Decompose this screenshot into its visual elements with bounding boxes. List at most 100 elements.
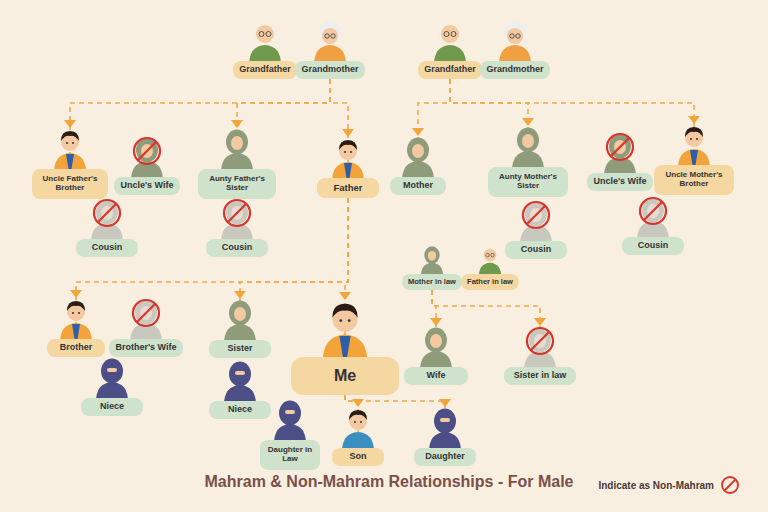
person-name: Daughter in Law <box>265 446 315 464</box>
person-avatar <box>499 21 531 65</box>
family-connector <box>450 79 528 167</box>
avatar-hair <box>61 131 79 141</box>
avatar-face <box>428 251 436 261</box>
avatar-eye <box>66 142 68 144</box>
person-avatar <box>221 130 253 174</box>
avatar-head <box>441 25 459 43</box>
avatar-hijab <box>407 138 429 163</box>
avatar-hair <box>67 301 85 311</box>
arrowhead <box>70 290 82 298</box>
person-avatar <box>678 127 710 169</box>
person-label: Cousin <box>206 239 268 257</box>
person-name: Mother in law <box>408 278 456 286</box>
person-name: Me <box>334 367 356 385</box>
legend: Indicate as Non-Mahram <box>598 475 740 495</box>
avatar-eye <box>350 151 352 153</box>
person-label: Mother <box>390 177 446 195</box>
avatar-hijab <box>226 130 248 155</box>
person-name: Grandfather <box>424 65 476 75</box>
family-connector <box>345 198 348 357</box>
person-label: Father <box>317 178 379 198</box>
avatar-glasses <box>491 253 495 257</box>
legend-sign <box>720 475 740 495</box>
person-avatar <box>221 200 253 244</box>
person-name: Uncle Mother's Brother <box>659 171 729 189</box>
person-label: Uncle Father's Brother <box>32 169 108 199</box>
arrowhead <box>64 120 76 128</box>
avatar-hijab <box>434 409 456 434</box>
person-avatar <box>604 134 636 178</box>
arrowhead <box>412 128 424 136</box>
arrowhead <box>342 129 354 137</box>
person-name: Grandmother <box>486 65 543 75</box>
person-label: Aunty Father's Sister <box>198 169 276 199</box>
arrowhead <box>352 399 364 407</box>
avatar-glasses <box>516 34 520 38</box>
connector-layer <box>70 79 694 448</box>
non-mahram-sign <box>722 477 738 493</box>
avatar-hair <box>339 140 357 150</box>
family-connector <box>432 290 540 367</box>
avatar-hair <box>319 21 341 43</box>
person-name: Cousin <box>521 245 552 255</box>
arrowhead <box>234 291 246 299</box>
non-mahram-sign <box>137 304 155 322</box>
person-avatar <box>96 359 128 403</box>
person-name: Sister <box>227 344 252 354</box>
person-name: Wife <box>427 371 446 381</box>
family-connector <box>70 79 330 169</box>
avatar-tie <box>339 336 350 357</box>
avatar-eye <box>690 138 692 140</box>
person-name: Cousin <box>222 243 253 253</box>
person-label: Sister in law <box>504 367 576 385</box>
avatar-hijab <box>101 359 123 384</box>
person-avatar <box>637 198 669 242</box>
person-avatar <box>323 304 368 363</box>
person-avatar <box>402 138 434 182</box>
avatar-eye <box>78 312 80 314</box>
person-label: Son <box>332 448 384 466</box>
person-label: Daughter <box>414 448 476 466</box>
non-mahram-sign <box>94 200 120 226</box>
avatar-eye <box>72 142 74 144</box>
person-name: Aunty Mother's Sister <box>493 173 563 191</box>
person-label: Sister <box>209 340 271 358</box>
person-label: Brother <box>47 339 105 357</box>
arrowhead-layer <box>64 116 700 407</box>
avatar-face <box>234 307 246 321</box>
avatar-head <box>507 28 523 44</box>
non-mahram-sign <box>98 204 116 222</box>
avatar-face <box>231 136 243 150</box>
family-connector <box>237 79 330 169</box>
person-label: Grandmother <box>295 61 365 79</box>
person-label: Niece <box>81 398 143 416</box>
avatar-eye <box>339 319 342 322</box>
person-label: Mother in law <box>402 274 462 290</box>
person-label: Uncle's Wife <box>587 173 653 191</box>
person-name: Son <box>350 452 367 462</box>
non-mahram-sign <box>133 300 159 326</box>
non-mahram-sign <box>527 206 545 224</box>
non-mahram-sign <box>138 142 156 160</box>
person-name: Uncle's Wife <box>120 181 173 191</box>
arrowhead <box>522 118 534 126</box>
non-mahram-sign <box>531 332 549 350</box>
person-name: Grandmother <box>301 65 358 75</box>
non-mahram-sign <box>228 204 246 222</box>
avatar-hijab <box>229 362 251 387</box>
avatar-hijab <box>424 246 439 264</box>
person-label: Grandmother <box>480 61 550 79</box>
person-label: Niece <box>209 401 271 419</box>
person-avatar <box>524 328 556 372</box>
person-avatar <box>60 301 92 343</box>
avatar-face <box>522 134 534 148</box>
person-label: Cousin <box>505 241 567 259</box>
person-avatar <box>130 300 162 344</box>
avatar-hijab <box>229 301 251 326</box>
person-name: Brother <box>60 343 93 353</box>
non-mahram-sign <box>523 202 549 228</box>
avatar-eye <box>344 151 346 153</box>
family-connector <box>240 198 348 340</box>
person-avatar <box>512 128 544 172</box>
